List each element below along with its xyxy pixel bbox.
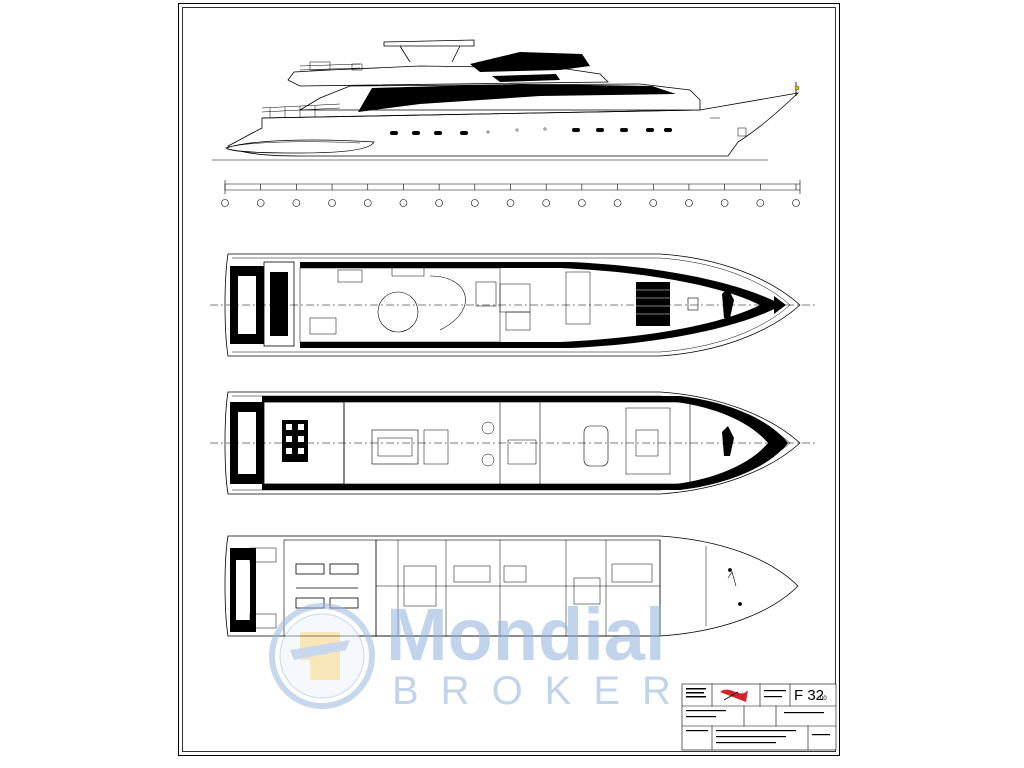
sheet-inner-border bbox=[182, 7, 836, 752]
main-deck-bow-tip bbox=[774, 434, 786, 452]
dining-table bbox=[583, 425, 609, 467]
main-deck-hull-outline bbox=[224, 391, 801, 495]
frame-station-mark bbox=[256, 199, 265, 207]
watermark-word-2: BROKER bbox=[392, 669, 693, 713]
title-block: F 32 00 bbox=[681, 683, 837, 751]
frame-ticks bbox=[224, 184, 797, 190]
frame-station-mark bbox=[756, 199, 765, 207]
frame-marks bbox=[221, 199, 800, 207]
sheet-number: F 32 bbox=[794, 687, 824, 704]
frame-station-mark bbox=[292, 199, 301, 207]
frame-station-mark bbox=[435, 199, 443, 207]
frame-station-mark bbox=[506, 199, 515, 207]
mondial-broker-watermark: Mondial BROKER bbox=[269, 593, 693, 713]
hardtop bbox=[383, 39, 475, 47]
sun-pad bbox=[636, 282, 670, 326]
main-deck-windows bbox=[358, 84, 676, 112]
hull-outline bbox=[227, 92, 800, 157]
frame-station-mark bbox=[542, 199, 550, 207]
frame-station-mark bbox=[399, 199, 408, 207]
frame-station-mark bbox=[221, 199, 229, 207]
frame-scale bbox=[221, 180, 801, 207]
sheet-outer-border bbox=[178, 3, 840, 756]
sheet-number-suffix: 00 bbox=[820, 696, 827, 702]
frame-station-mark bbox=[720, 199, 729, 207]
watermark-logo-ring bbox=[269, 603, 375, 709]
frame-station-mark bbox=[363, 199, 372, 207]
aft-dining-table bbox=[282, 420, 308, 462]
masthead-light bbox=[794, 85, 800, 91]
upper-deck-windows bbox=[470, 52, 590, 72]
frame-station-mark bbox=[578, 199, 586, 207]
frame-station-mark bbox=[685, 199, 693, 207]
sun-deck-bow-tip bbox=[774, 296, 786, 314]
swim-platform bbox=[225, 139, 375, 154]
hull-portholes bbox=[390, 128, 672, 135]
watermark-word-1: Mondial bbox=[386, 593, 666, 676]
salon-sofa bbox=[371, 429, 419, 465]
frame-station-mark bbox=[471, 199, 479, 207]
main-deck-plan bbox=[210, 391, 816, 495]
frame-station-mark bbox=[792, 199, 800, 207]
sun-deck-hull-outline bbox=[224, 253, 801, 357]
side-profile-view bbox=[212, 39, 800, 161]
frame-station-mark bbox=[328, 199, 336, 207]
frame-station-mark bbox=[613, 199, 622, 207]
builder-logo-mark bbox=[720, 689, 748, 702]
frame-station-mark bbox=[649, 199, 658, 207]
sun-deck-plan bbox=[210, 253, 816, 357]
